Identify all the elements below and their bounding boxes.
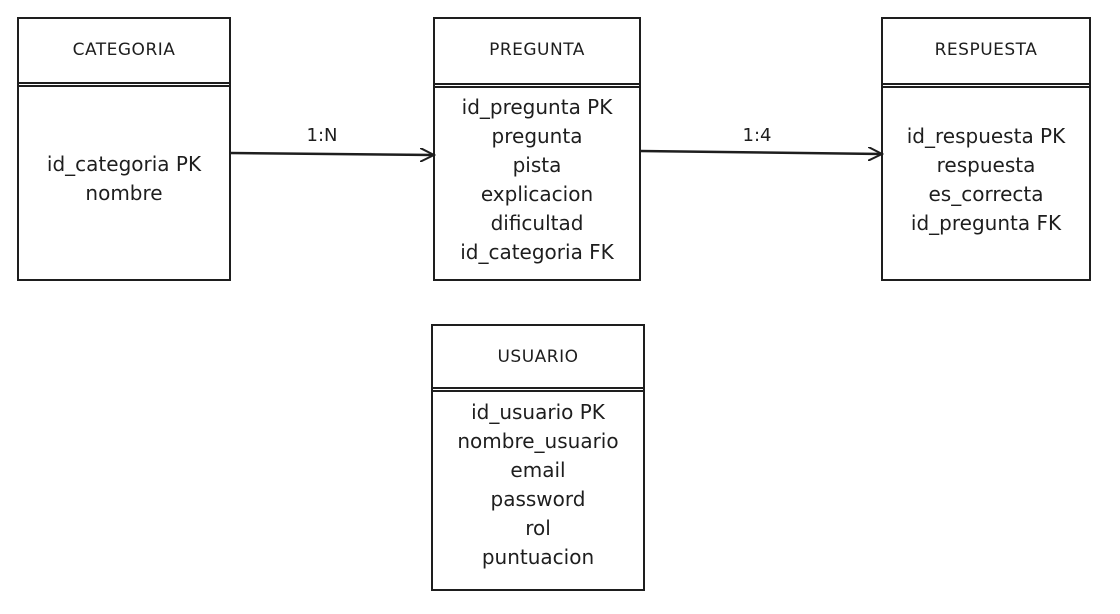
- entity-fields-categoria: id_categoria PK nombre: [18, 150, 230, 208]
- entity-usuario-shape: [431, 324, 645, 591]
- field-item: id_pregunta PK: [461, 95, 613, 119]
- field-item: nombre: [85, 181, 163, 205]
- field-item: rol: [525, 516, 551, 540]
- field-item: respuesta: [936, 153, 1036, 177]
- field-item: puntuacion: [481, 545, 595, 569]
- field-item: pregunta: [491, 124, 583, 148]
- entity-usuario: USUARIO id_usuario PK nombre_usuario ema…: [432, 325, 644, 590]
- field-item: id_respuesta PK: [906, 124, 1066, 148]
- field-item: nombre_usuario: [457, 429, 619, 453]
- field-item: explicacion: [480, 182, 594, 206]
- entity-respuesta: RESPUESTA id_respuesta PK respuesta es_c…: [882, 18, 1090, 280]
- entity-pregunta: PREGUNTA id_pregunta PK pregunta pista e…: [434, 18, 640, 280]
- field-item: pista: [512, 153, 562, 177]
- field-item: password: [490, 487, 586, 511]
- relationship-label-pregunta-respuesta: 1:4: [742, 125, 772, 146]
- entity-categoria-shape: [17, 17, 231, 281]
- relationship-label-categoria-pregunta: 1:N: [306, 125, 338, 146]
- field-item: es_correcta: [928, 182, 1044, 206]
- field-item: id_pregunta FK: [910, 211, 1062, 235]
- entity-title-usuario: USUARIO: [497, 347, 579, 367]
- relationship-arrow-pregunta-respuesta: [639, 151, 882, 154]
- entity-fields-respuesta: id_respuesta PK respuesta es_correcta id…: [882, 122, 1090, 238]
- entity-title-pregunta: PREGUNTA: [489, 40, 585, 60]
- field-item: dificultad: [490, 211, 584, 235]
- entity-title-respuesta: RESPUESTA: [934, 40, 1038, 60]
- field-item: id_categoria FK: [460, 240, 614, 264]
- entity-categoria: CATEGORIA id_categoria PK nombre: [18, 18, 230, 280]
- field-item: id_categoria PK: [46, 152, 202, 176]
- entity-fields-usuario: id_usuario PK nombre_usuario email passw…: [432, 398, 644, 572]
- field-item: id_usuario PK: [471, 400, 605, 424]
- entity-title-categoria: CATEGORIA: [72, 40, 176, 60]
- field-item: email: [510, 458, 566, 482]
- relationship-arrow-categoria-pregunta: [229, 153, 434, 155]
- entity-fields-pregunta: id_pregunta PK pregunta pista explicacio…: [434, 93, 640, 267]
